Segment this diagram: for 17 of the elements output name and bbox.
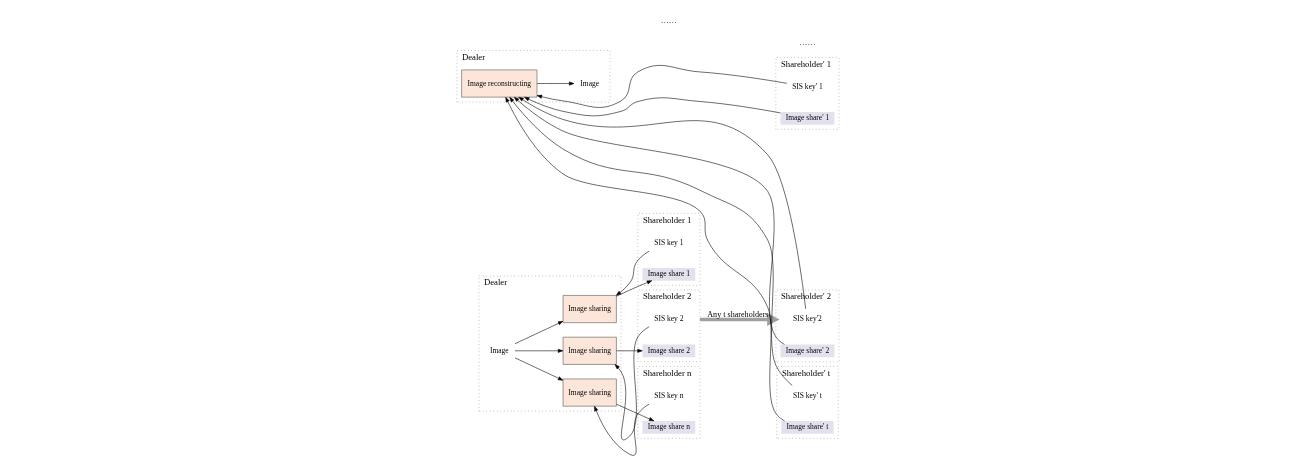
arrow [615,250,649,296]
label: …… [660,16,677,26]
arrow [536,65,787,108]
arrow [593,403,649,456]
edge-label: Any t shareholders [706,310,768,320]
arrow [615,348,643,353]
arrow [514,357,563,381]
arrow [518,96,806,310]
arrow [615,403,654,422]
arrow [536,81,574,86]
arrow [614,326,649,441]
arrow [514,321,563,344]
label: …… [798,37,816,47]
arrow [513,96,785,345]
arrow [523,96,781,117]
arrow [615,280,652,297]
arrow [514,348,563,353]
